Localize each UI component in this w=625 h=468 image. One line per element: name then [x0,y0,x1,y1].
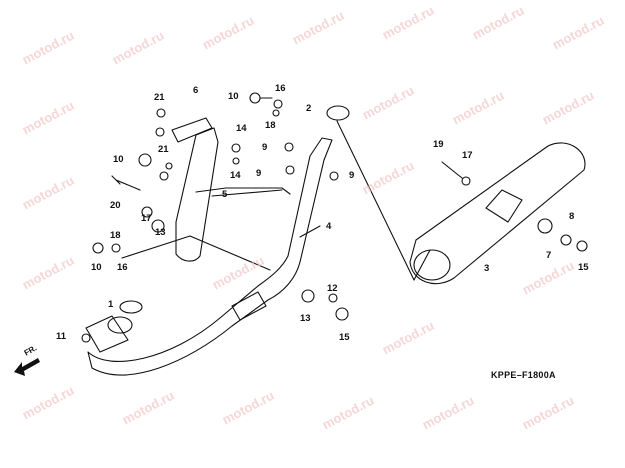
callout-5: 5 [222,189,228,200]
nut-16c [165,162,173,170]
callout-10: 10 [228,91,239,102]
callout-13: 13 [300,313,311,324]
bolt-10c [92,242,104,254]
callout-19: 19 [433,139,444,150]
callout-3: 3 [484,263,490,274]
gasket-2 [326,105,350,121]
callout-9: 9 [262,142,268,153]
callout-10: 10 [113,154,124,165]
callout-21: 21 [158,144,169,155]
callout-16: 16 [117,262,128,273]
nut-16a [273,99,283,109]
collar-7 [537,218,553,234]
bolt-10b [138,153,152,167]
callout-14: 14 [230,170,241,181]
bolt-9a [284,142,294,152]
callout-17: 17 [141,213,152,224]
heat-shield [175,127,219,262]
muffler-bracket [485,189,523,223]
bolt-21b [155,127,165,137]
washer-12 [328,293,338,303]
washer-17b [461,176,471,186]
callout-11: 11 [56,331,67,342]
callout-14: 14 [236,123,247,134]
front-arrow-icon [14,358,40,376]
bolt-21a [156,108,166,118]
nut-15b [335,307,349,321]
nut-13a [151,219,165,233]
callout-9: 9 [256,168,262,179]
washer-14a [231,143,241,153]
callout-12: 12 [327,283,338,294]
washer-18a [159,171,169,181]
exhaust-pipe [87,137,333,376]
cross-stay [195,187,291,195]
callout-7: 7 [546,250,552,261]
washer-8 [560,234,572,246]
nut-11 [81,333,91,343]
catalog-code: KPPE–F1800A [491,370,556,380]
callout-17: 17 [462,150,473,161]
gasket-1 [119,300,143,314]
pipe-joint [231,291,267,321]
pipe-inlet [107,316,133,334]
callout-8: 8 [569,211,575,222]
upper-stay [171,117,213,143]
callout-2: 2 [306,103,312,114]
callout-21: 21 [154,92,165,103]
pipe-flange [85,315,129,353]
callout-6: 6 [193,85,199,96]
callout-18: 18 [265,120,276,131]
nut-16b [272,109,280,117]
bolt-20 [111,175,141,191]
callout-20: 20 [110,200,121,211]
callout-15: 15 [578,262,589,273]
muffler-inlet [413,249,451,281]
nut-15a [576,240,588,252]
nut-13b [301,289,315,303]
washer-18b [111,243,121,253]
muffler [409,142,586,285]
washer-17a [141,206,153,218]
callout-10: 10 [91,262,102,273]
nut-14b [232,157,240,165]
bolt-10a [249,92,261,104]
callout-13: 13 [155,227,166,238]
callout-9: 9 [349,170,355,181]
bolt-19 [441,161,463,179]
bolt-9c [329,171,339,181]
callout-18: 18 [110,230,121,241]
callout-15: 15 [339,332,350,343]
bolt-9b [285,165,295,175]
callout-4: 4 [326,221,332,232]
callout-16: 16 [275,83,286,94]
callout-1: 1 [108,299,114,310]
